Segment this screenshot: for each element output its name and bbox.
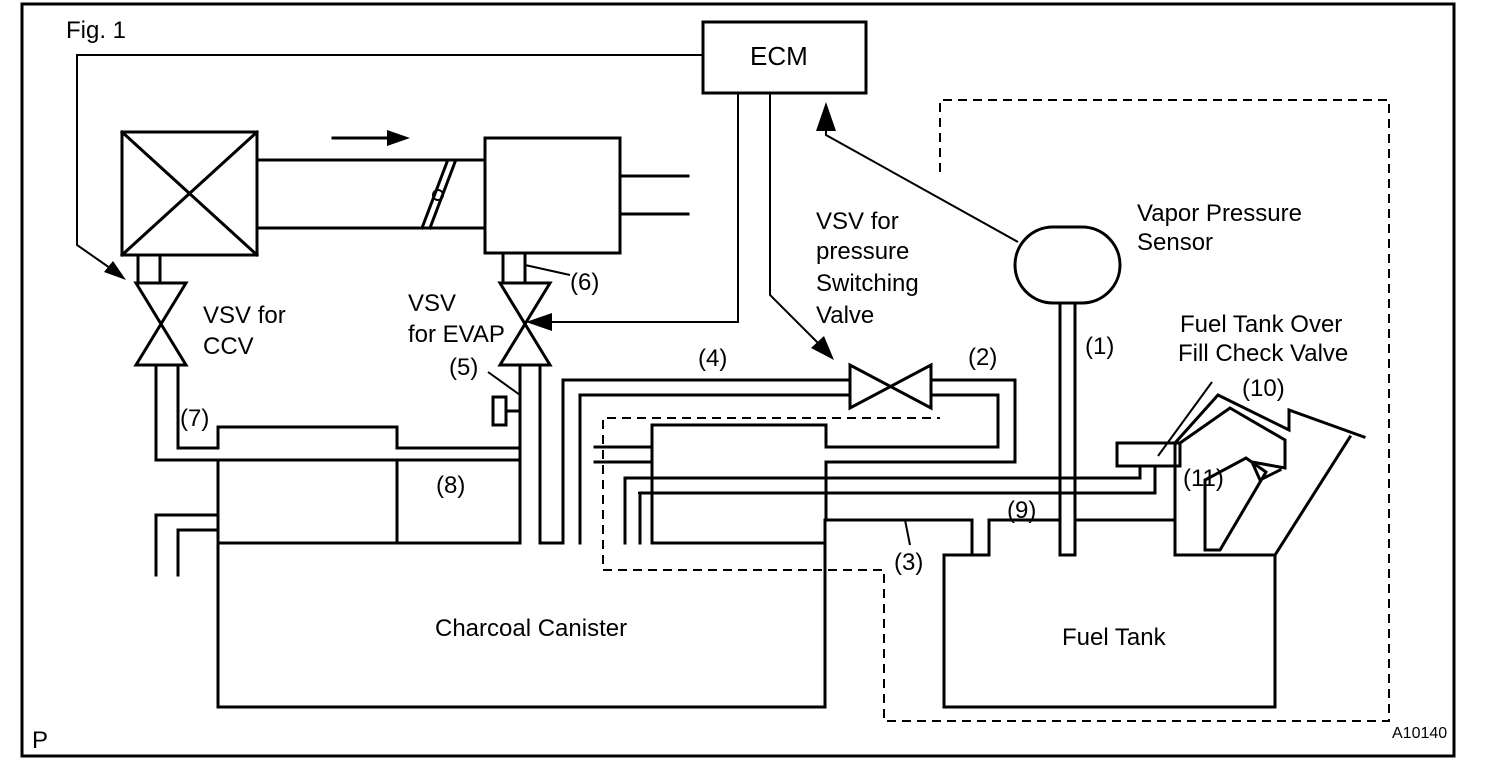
leader-6: [524, 264, 571, 276]
fill-check-valve-leader: [1157, 381, 1213, 457]
ecm-to-switching-valve-signal-line: [769, 93, 821, 346]
callout-8: (8): [436, 472, 465, 499]
leader-5: [487, 371, 521, 396]
callout-10: (10): [1242, 375, 1285, 402]
canister-vent-pipe-outer: [154, 513, 220, 577]
airflow-arrow-icon: [387, 130, 410, 146]
callout-6: (6): [570, 269, 599, 296]
charcoal-canister-label: Charcoal Canister: [435, 615, 627, 642]
filler-neck-outer: [1173, 393, 1366, 557]
callout-9: (9): [1007, 497, 1036, 524]
tank-dashed-enclosure: [602, 99, 1390, 722]
figure-label: Fig. 1: [66, 17, 126, 44]
leader-3: [904, 519, 911, 546]
throttle-shaft: [432, 189, 444, 201]
pipe-2-outer: [824, 378, 1017, 464]
fuel-tank-outline: [942, 518, 1277, 709]
pipe-4-outer: [561, 378, 852, 545]
canister-inner-chamber: [650, 423, 828, 545]
switching-valve-label-line4: Valve: [816, 302, 874, 329]
filler-neck-inner-b: [1203, 456, 1268, 552]
pipe-4-inner: [578, 393, 852, 545]
vsv-ccv-label-line2: CCV: [203, 333, 254, 360]
vsv-ccv-label-line1: VSV for: [203, 302, 286, 329]
callout-4: (4): [698, 345, 727, 372]
callout-11: (11): [1183, 465, 1224, 492]
filler-neck-right: [1272, 434, 1353, 558]
switching-valve-label-line3: Switching: [816, 270, 919, 297]
figure-code: A10140: [1392, 725, 1447, 742]
vsv-evap-label-line1: VSV: [408, 290, 456, 317]
ecm-box: [701, 20, 868, 95]
evap-filter-cap: [491, 395, 508, 427]
pipe-2-inner: [824, 393, 1000, 449]
throttle-plate-a: [420, 160, 449, 230]
vsv-evap-valve: [497, 281, 553, 367]
vsv-evap-label-line2: for EVAP: [408, 321, 505, 348]
vsv-ccv-valve: [133, 281, 189, 367]
pipe-3: [823, 518, 974, 557]
ecm-input-arrowhead: [816, 102, 836, 131]
vapor-pressure-sensor: [1013, 225, 1122, 305]
figure-frame: [20, 2, 1456, 758]
fuel-tank-label: Fuel Tank: [1062, 624, 1167, 651]
ccv-signal-arrowhead: [104, 261, 126, 280]
canister-upper-inner: [154, 458, 522, 545]
fill-check-valve-label-line1: Fuel Tank Over: [1180, 311, 1342, 338]
fill-check-valve-body: [1115, 441, 1182, 468]
intake-manifold-box: [483, 136, 622, 255]
pressure-switching-valve: [848, 362, 933, 411]
switching-valve-label-line2: pressure: [816, 238, 909, 265]
callout-1: (1): [1085, 333, 1114, 360]
callout-3: (3): [894, 549, 923, 576]
callout-7: (7): [180, 405, 209, 432]
air-cleaner-box: [120, 130, 259, 257]
fill-check-valve-label-line2: Fill Check Valve: [1178, 340, 1348, 367]
canister-upper-outline: [176, 425, 522, 450]
air-cleaner-cross-b: [119, 129, 260, 258]
callout-2: (2): [968, 344, 997, 371]
pipe-9-inner: [638, 464, 1157, 545]
sensor-label-line2: Sensor: [1137, 229, 1213, 256]
canister-vent-pipe-inner: [176, 528, 220, 577]
switching-valve-arrowhead: [811, 336, 834, 360]
ecm-to-ccv-signal-line: [76, 54, 703, 276]
switching-valve-label-line1: VSV for: [816, 208, 899, 235]
charcoal-canister-outline: [216, 458, 827, 709]
ecm-to-evap-signal-line: [545, 93, 739, 323]
corner-mark: P: [32, 727, 48, 754]
callout-5: (5): [449, 354, 478, 381]
pipe-9-outer: [623, 464, 1142, 545]
ecm-label: ECM: [750, 41, 808, 71]
sensor-label-line1: Vapor Pressure: [1137, 200, 1302, 227]
evap-signal-arrowhead: [526, 313, 552, 331]
